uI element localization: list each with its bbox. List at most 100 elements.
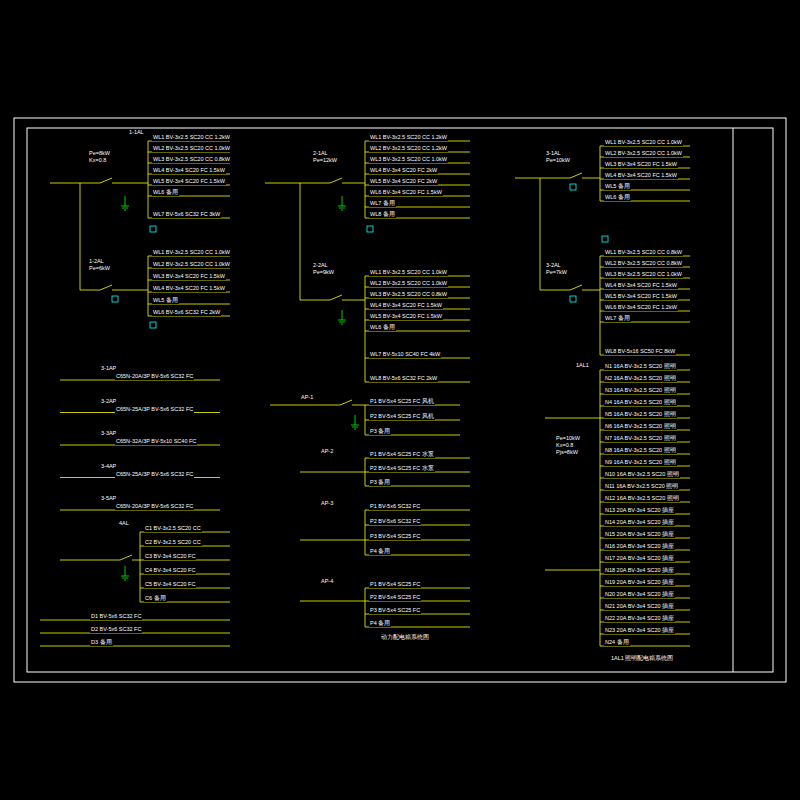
circuit-label: N11 16A BV-3x2.5 SC20 照明: [604, 483, 679, 490]
circuit-label: N13 20A BV-3x4 SC20 插座: [604, 507, 675, 514]
circuit-label: WL2 BV-3x2.5 SC20 CC 1.0kW: [604, 150, 683, 157]
circuit-label: WL4 BV-3x4 SC20 FC 1.5kW: [152, 285, 226, 292]
circuit-label: WL2 BV-3x2.5 SC20 CC 1.0kW: [369, 280, 448, 287]
circuit-label: WL3 BV-3x4 SC20 FC 1.5kW: [604, 161, 678, 168]
circuit-label: 3-1AP: [100, 365, 117, 372]
circuit-label: WL4 BV-3x4 SC20 FC 1.5kW: [604, 282, 678, 289]
circuit-label: WL4 BV-3x4 SC20 FC 1.5kW: [369, 302, 443, 309]
circuit-label: N6 16A BV-3x2.5 SC20 照明: [604, 423, 677, 430]
meter-symbol: [150, 226, 156, 232]
circuit-label: N9 16A BV-3x2.5 SC20 照明: [604, 459, 677, 466]
circuit-label: P4 备用: [369, 620, 391, 627]
panel-column-wires: [545, 370, 690, 646]
circuit-label: P3 BV-5x4 SC25 FC: [369, 533, 421, 540]
circuit-label: N22 20A BV-3x4 SC20 插座: [604, 615, 675, 622]
circuit-label: WL8 BV-5x16 SC50 FC 8kW: [604, 348, 676, 355]
circuit-label: 1-1AL: [128, 129, 145, 136]
circuit-label: WL6 BV-5x6 SC32 FC 2kW: [152, 309, 221, 316]
circuit-label: WL2 BV-3x2.5 SC20 CC 1.2kW: [369, 145, 448, 152]
circuit-label: C65N-25A/3P BV-5x6 SC32 FC: [115, 471, 194, 478]
circuit-label: WL2 BV-3x2.5 SC20 CC 0.8kW: [604, 260, 683, 267]
earth-symbol: [121, 566, 129, 580]
circuit-label: WL1 BV-3x2.5 SC20 CC 1.2kW: [152, 134, 231, 141]
circuit-label: WL2 BV-3x2.5 SC20 CC 1.0kW: [152, 145, 231, 152]
circuit-label: N21 20A BV-3x4 SC20 插座: [604, 603, 675, 610]
circuit-label: C3 BV-3x4 SC20 FC: [144, 553, 196, 560]
circuit-label: 2-2AL: [312, 262, 329, 269]
circuit-label: C65N-20A/3P BV-5x6 SC32 FC: [115, 373, 194, 380]
circuit-label: WL7 BV-5x6 SC32 FC 3kW: [152, 211, 221, 218]
circuit-label: WL3 BV-3x2.5 SC20 CC 0.8kW: [369, 291, 448, 298]
circuit-label: WL5 备用: [152, 297, 179, 304]
circuit-label: WL6 备用: [604, 194, 631, 201]
circuit-label: P1 BV-5x4 SC25 FC 水泵: [369, 451, 435, 458]
circuit-label: WL1 BV-3x2.5 SC20 CC 1.0kW: [369, 269, 448, 276]
circuit-label: WL5 BV-3x4 SC20 FC 1.5kW: [152, 178, 226, 185]
circuit-label: N17 20A BV-3x4 SC20 插座: [604, 555, 675, 562]
meter-symbol: [602, 236, 608, 242]
circuit-label: N4 16A BV-3x2.5 SC20 照明: [604, 399, 677, 406]
circuit-label: N10 16A BV-3x2.5 SC20 照明: [604, 471, 680, 478]
circuit-label: C5 BV-3x4 SC20 FC: [144, 581, 196, 588]
circuit-label: P2 BV-5x4 SC25 FC 风机: [369, 413, 435, 420]
circuit-label: P2 BV-5x6 SC32 FC: [369, 518, 421, 525]
circuit-label: WL5 备用: [604, 183, 631, 190]
circuit-label: WL3 BV-3x2.5 SC20 CC 1.0kW: [604, 271, 683, 278]
circuit-label: N7 16A BV-3x2.5 SC20 照明: [604, 435, 677, 442]
circuit-label: 3-4AP: [100, 463, 117, 470]
circuit-label: 3-1AL: [545, 150, 562, 157]
circuit-label: AP-2: [320, 448, 334, 455]
circuit-label: WL1 BV-3x2.5 SC20 CC 1.0kW: [604, 139, 683, 146]
circuit-label: C65N-25A/3P BV-5x6 SC32 FC: [115, 406, 194, 413]
circuit-label: 3-5AP: [100, 495, 117, 502]
circuit-label: N24 备用: [604, 639, 630, 646]
circuit-label: P3 BV-5x4 SC25 FC: [369, 607, 421, 614]
circuit-label: Pe=7kW: [545, 269, 568, 276]
circuit-label: AP-1: [300, 394, 314, 401]
circuit-label: WL1 BV-3x2.5 SC20 CC 0.8kW: [604, 249, 683, 256]
circuit-label: N16 20A BV-3x4 SC20 插座: [604, 543, 675, 550]
circuit-label: Kx=0.8: [555, 442, 574, 449]
circuit-label: Pjs=8kW: [555, 449, 579, 456]
circuit-label: 1AL1: [575, 362, 590, 369]
panel-2-wires: [265, 141, 470, 382]
circuit-label: N8 16A BV-3x2.5 SC20 照明: [604, 447, 677, 454]
circuit-label: 4AL: [118, 520, 130, 527]
meter-symbol: [367, 226, 373, 232]
circuit-label: WL6 BV-3x4 SC20 FC 1.2kW: [604, 304, 678, 311]
circuit-label: WL1 BV-3x2.5 SC20 CC 1.0kW: [152, 249, 231, 256]
circuit-label: N20 20A BV-3x4 SC20 插座: [604, 591, 675, 598]
panel-3-wires: [515, 146, 690, 355]
circuit-label: Pe=8kW: [88, 150, 111, 157]
meter-symbol: [570, 184, 576, 190]
circuit-label: P4 备用: [369, 548, 391, 555]
circuit-label: D2 BV-5x6 SC32 FC: [90, 626, 142, 633]
circuit-label: 3-3AP: [100, 430, 117, 437]
circuit-label: P1 BV-5x4 SC25 FC: [369, 581, 421, 588]
circuit-label: WL6 BV-3x4 SC20 FC 1.5kW: [369, 189, 443, 196]
circuit-label: WL2 BV-3x2.5 SC20 CC 1.0kW: [152, 261, 231, 268]
circuit-label: D1 BV-5x6 SC32 FC: [90, 613, 142, 620]
circuit-label: C4 BV-3x4 SC20 FC: [144, 567, 196, 574]
circuit-label: WL4 BV-3x4 SC20 FC 2kW: [369, 167, 438, 174]
circuit-label: C2 BV-3x2.5 SC20 CC: [144, 539, 202, 546]
earth-symbol: [351, 415, 359, 429]
earth-symbol: [121, 196, 129, 210]
circuit-label: WL3 BV-3x2.5 SC20 CC 0.8kW: [152, 156, 231, 163]
circuit-label: WL5 BV-3x4 SC20 FC 1.5kW: [604, 293, 678, 300]
circuit-label: P1 BV-5x4 SC25 FC 风机: [369, 398, 435, 405]
outer-frame: [14, 118, 786, 682]
circuit-label: AP-3: [320, 500, 334, 507]
circuit-label: P1 BV-5x6 SC32 FC: [369, 503, 421, 510]
circuit-label: P2 BV-5x4 SC25 FC: [369, 594, 421, 601]
circuit-label: P2 BV-5x4 SC25 FC 水泵: [369, 465, 435, 472]
meter-symbol: [150, 322, 156, 328]
circuit-label: WL7 BV-5x10 SC40 FC 4kW: [369, 351, 441, 358]
circuit-label: WL5 BV-3x4 SC20 FC 1.5kW: [369, 313, 443, 320]
circuit-label: 1AL1 照明配电箱系统图: [610, 655, 674, 662]
circuit-label: N19 20A BV-3x4 SC20 插座: [604, 579, 675, 586]
circuit-label: N15 20A BV-3x4 SC20 插座: [604, 531, 675, 538]
panel-1-wires: [50, 141, 230, 316]
circuit-label: 1-2AL: [88, 258, 105, 265]
circuit-label: Kx=0.8: [88, 157, 107, 164]
